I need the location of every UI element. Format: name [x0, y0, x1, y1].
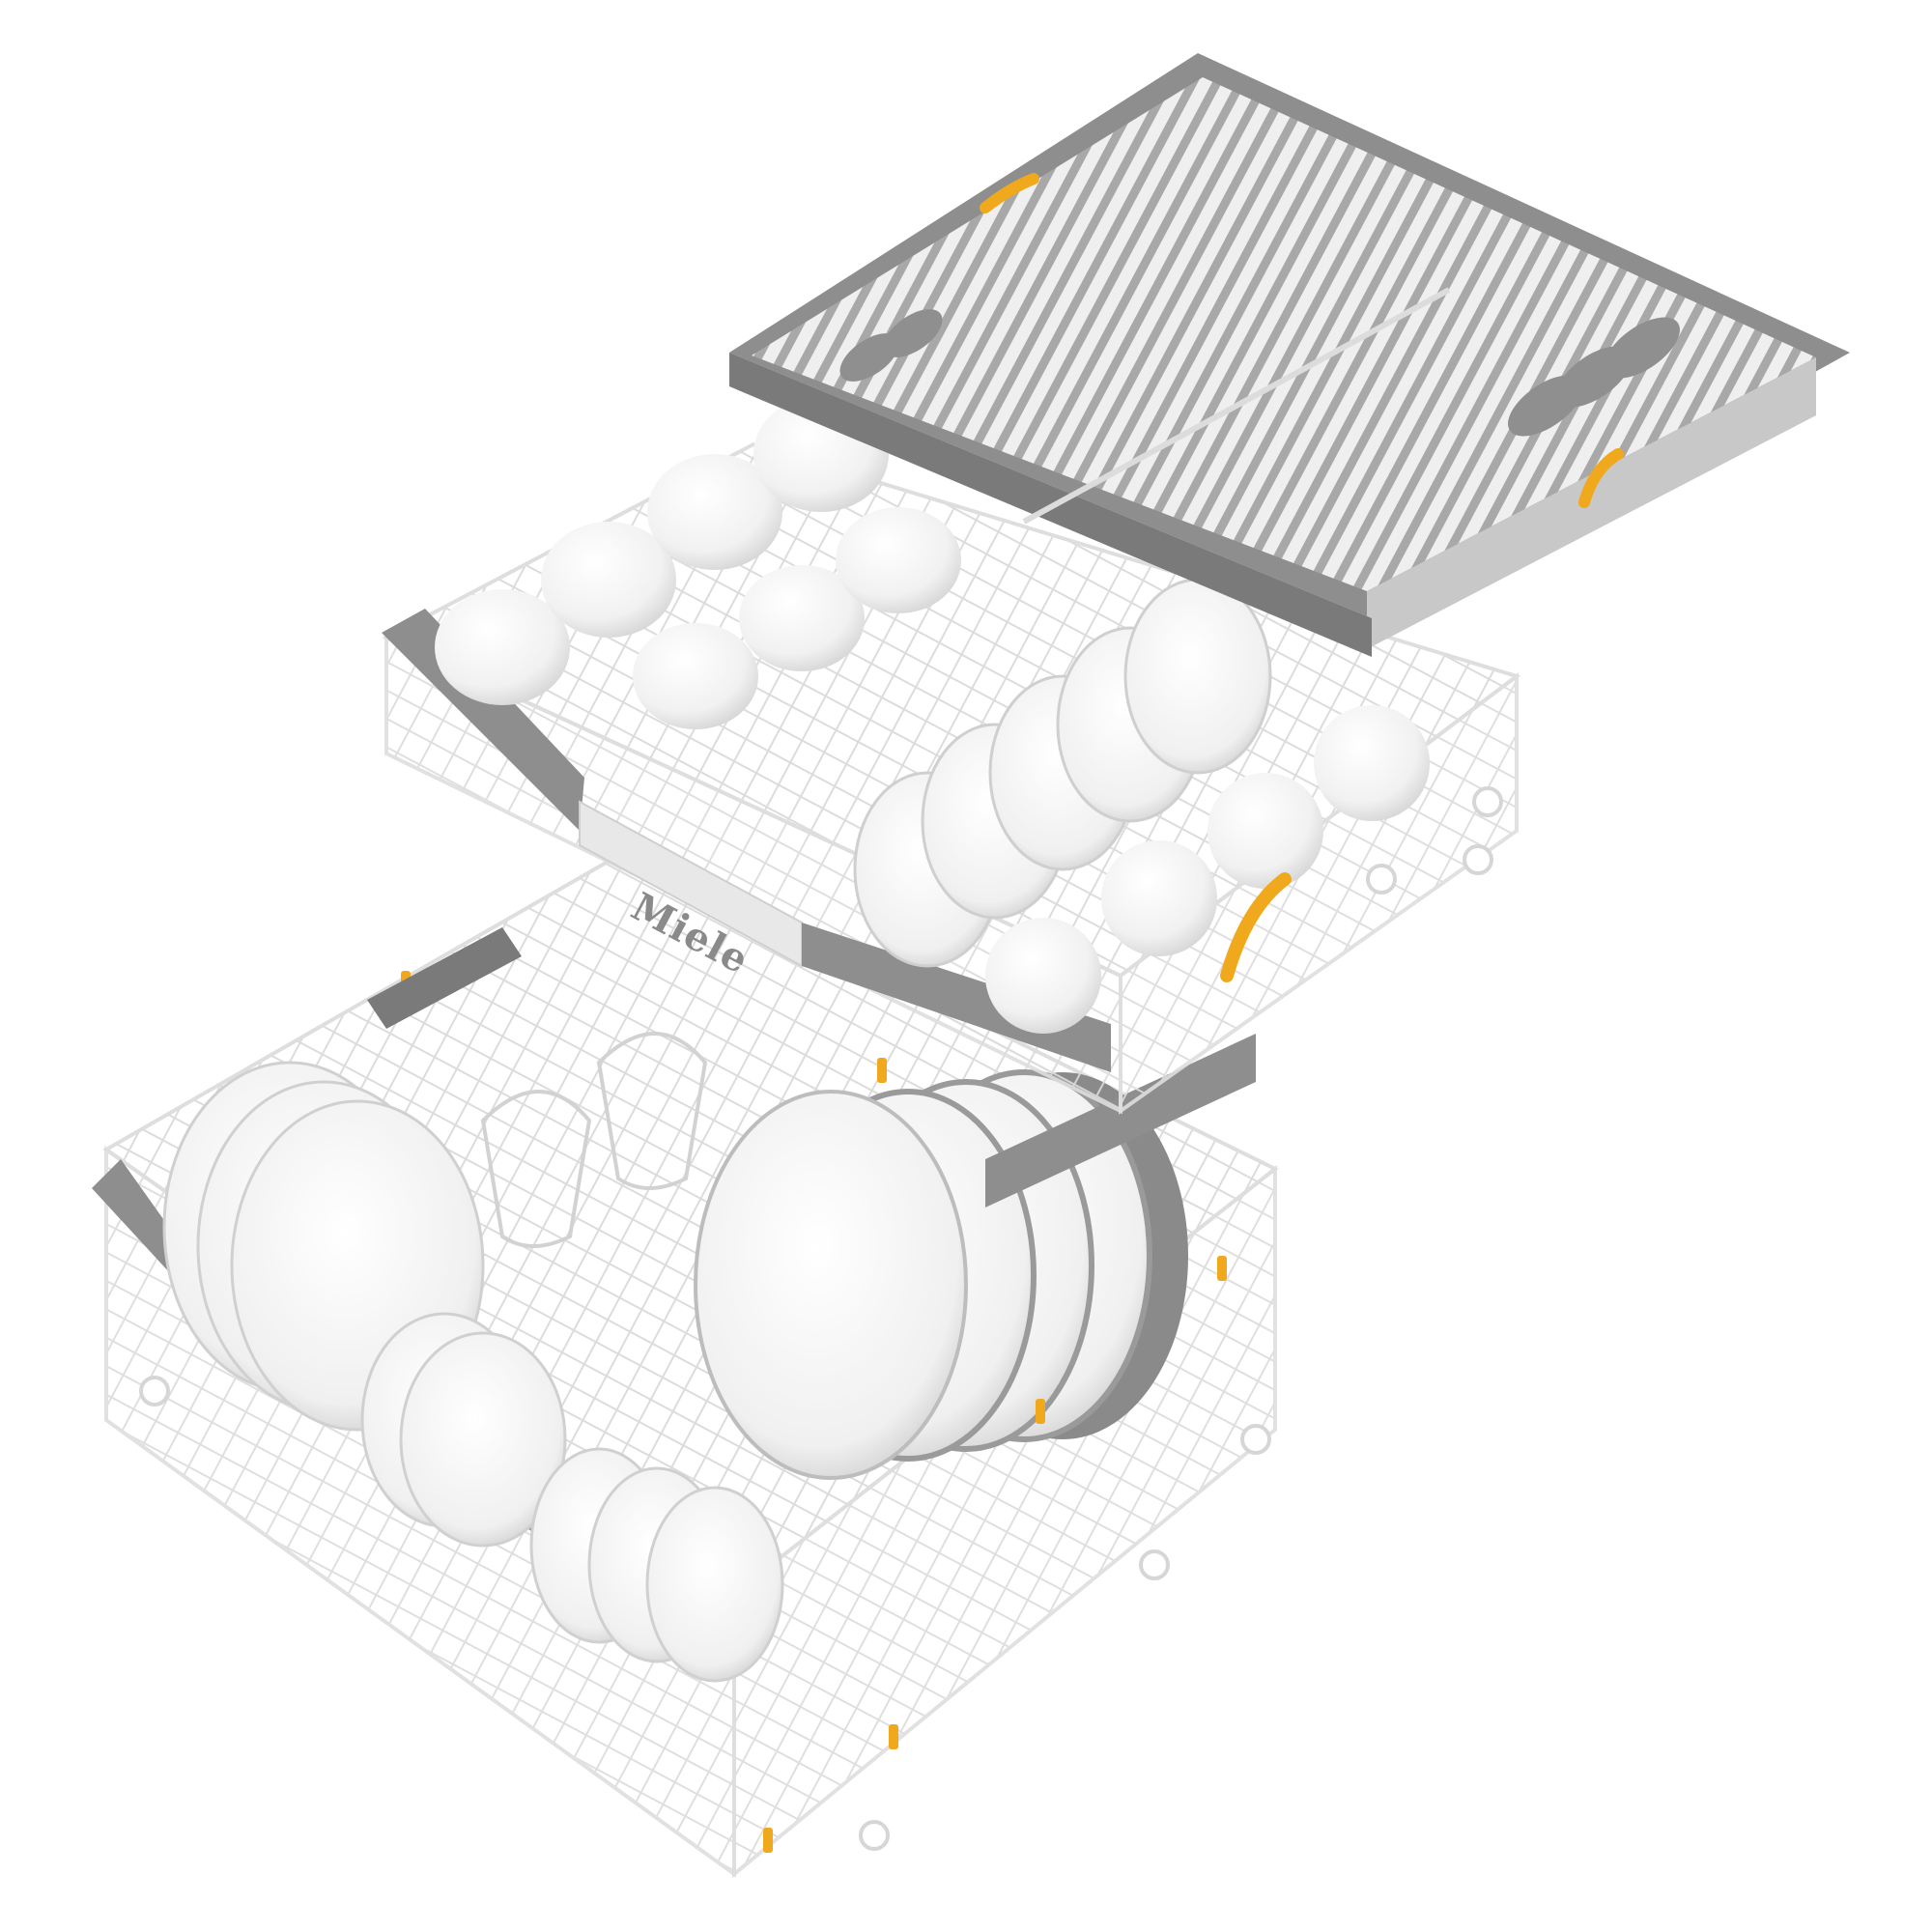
- upper-wheels: [1366, 786, 1503, 895]
- upper-trim-front: [802, 923, 1111, 1072]
- cutlery-tray-handle-right[interactable]: [1578, 448, 1624, 508]
- basket-wheels: [139, 1376, 1271, 1851]
- upper-basket-handle[interactable]: [1220, 872, 1292, 982]
- glass-holder-shelf: [367, 927, 522, 1029]
- saucer-stack: [529, 1447, 784, 1683]
- cutlery-tray: [729, 53, 1850, 657]
- cutlery-divider: [1022, 287, 1451, 525]
- fold-down-tines: [985, 1034, 1256, 1208]
- upper-trim-left: [382, 609, 584, 831]
- bowls-upper: [853, 578, 1430, 1034]
- wine-glasses: [480, 1032, 708, 1248]
- cutlery-tray-handle-left[interactable]: [980, 173, 1039, 213]
- spoons: [839, 309, 1680, 437]
- plate-stack-left: [162, 1061, 567, 1548]
